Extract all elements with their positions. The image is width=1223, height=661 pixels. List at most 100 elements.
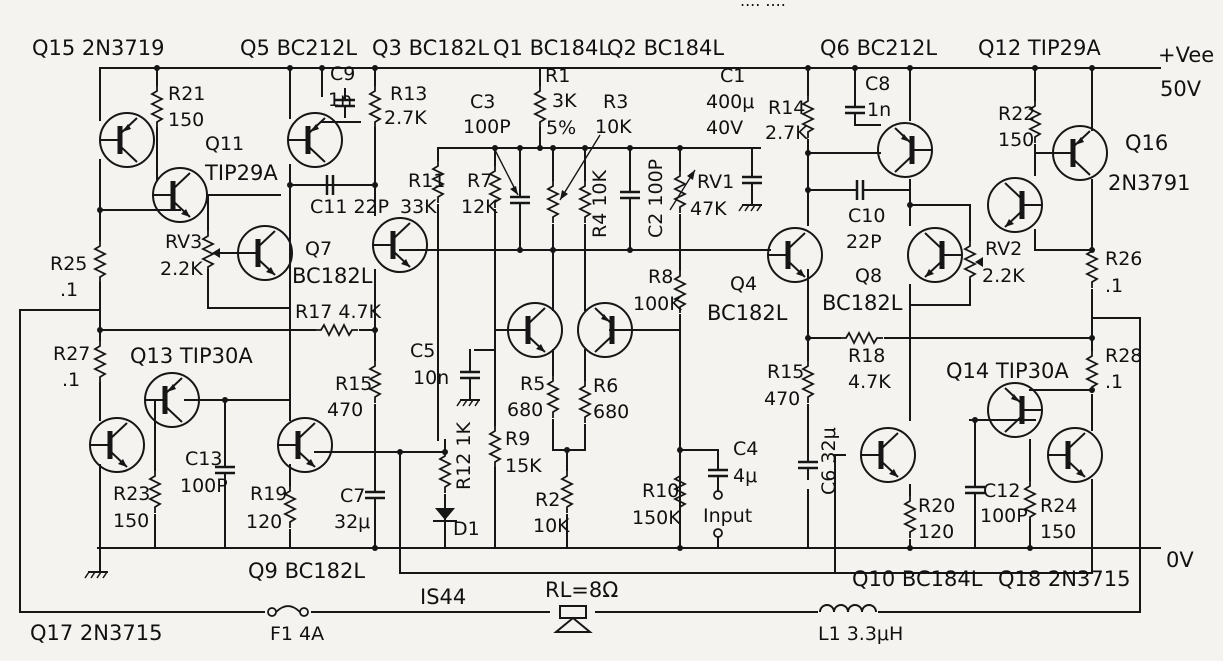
q16-name-label: Q16 [1125,131,1168,155]
r23-name-label: R23 [113,483,150,505]
r15-right-value-label: 470 [764,388,800,410]
r18-value-label: 4.7K [848,371,891,393]
rv2-name-label: RV2 [985,238,1022,260]
zero-volt-label: 0V [1166,548,1194,572]
r14-value-label: 2.7K [765,122,808,144]
r15-right-name-label: R15 [767,361,804,383]
r12-label: R12 1K [453,421,475,490]
q12-label: Q12 TIP29A [978,36,1101,60]
r1-value-label: 3K [552,90,577,112]
r2-value-label: 10K [533,515,570,537]
r26-name-label: R26 [1105,248,1142,270]
r21-value-label: 150 [168,109,204,131]
r24-name-label: R24 [1040,495,1077,517]
c9-name-label: C9 [330,63,355,85]
q9-label: Q9 BC182L [248,559,365,583]
q18-label: Q18 2N3715 [998,567,1130,591]
r9-value-label: 15K [505,455,542,477]
c2-label: C2 100P [645,159,667,238]
r27-value-label: .1 [62,369,80,391]
r15-left-name-label: R15 [335,373,372,395]
vee-value-label: 50V [1160,77,1202,101]
input-label: Input [703,505,752,527]
r15-left-value-label: 470 [327,399,363,421]
rv1-name-label: RV1 [697,171,734,193]
r11-value-label: 33K [400,196,437,218]
r6-value-label: 680 [593,401,629,423]
c12-name-label: C12 [983,480,1020,502]
q16-type-label: 2N3791 [1108,171,1191,195]
c9-value-label: 1n [328,89,352,111]
c10-name-label: C10 [848,205,885,227]
r19-value-label: 120 [246,511,282,533]
potentiometer-arrows [212,134,983,267]
r5-value-label: 680 [507,399,543,421]
rv3-value-label: 2.2K [160,258,203,280]
q8-type-label: BC182L [822,291,903,315]
q11-name-label: Q11 [205,133,244,155]
c12-value-label: 100P [980,505,1028,527]
fuse-label: F1 4A [270,623,324,645]
q13-label: Q13 TIP30A [130,344,253,368]
r8-name-label: R8 [648,266,673,288]
c4-name-label: C4 [733,438,758,460]
labels: .... .... +Vee 50V 0V Q15 2N3719 Q5 BC21… [30,0,1214,645]
q14-label: Q14 TIP30A [946,359,1069,383]
fuse-symbol [265,604,311,620]
q6-label: Q6 BC212L [820,36,937,60]
r25-value-label: .1 [60,279,78,301]
r7-name-label: R7 [467,170,492,192]
r3-name-label: R3 [603,91,628,113]
r17-label: R17 4.7K [295,301,382,323]
wiring [19,67,1161,613]
q7-name-label: Q7 [305,238,332,260]
r24-value-label: 150 [1040,521,1076,543]
load-label: RL=8Ω [545,578,618,602]
c7-name-label: C7 [340,485,365,507]
c8-name-label: C8 [865,73,890,95]
r26-value-label: .1 [1105,275,1123,297]
r8-value-label: 100K [633,293,682,315]
is44-label: IS44 [420,585,466,609]
r10-value-label: 150K [632,507,681,529]
r25-name-label: R25 [50,253,87,275]
vee-label: +Vee [1158,43,1214,67]
r28-value-label: .1 [1105,371,1123,393]
c5-value-label: 10n [413,367,449,389]
c1-value-label: 400μ [706,91,754,113]
q15-label: Q15 2N3719 [32,36,164,60]
q17-label: Q17 2N3715 [30,621,162,645]
c1-voltage-label: 40V [706,117,743,139]
r2-name-label: R2 [535,489,560,511]
resistor-symbols [94,84,1098,539]
c3-value-label: 100P [463,116,511,138]
r22-name-label: R22 [998,103,1035,125]
q5-label: Q5 BC212L [240,36,357,60]
q4-name-label: Q4 [730,273,757,295]
c10-value-label: 22P [846,231,882,253]
r13-value-label: 2.7K [384,107,427,129]
top-cut-text: .... .... [740,0,786,10]
r27-name-label: R27 [53,343,90,365]
c5-name-label: C5 [410,340,435,362]
r14-name-label: R14 [768,97,805,119]
rv3-name-label: RV3 [165,231,202,253]
r5-name-label: R5 [520,373,545,395]
r3-value-label: 10K [595,116,632,138]
q10-label: Q10 BC184L [852,567,983,591]
q7-type-label: BC182L [292,264,373,288]
r11-name-label: R11 [408,170,445,192]
r20-name-label: R20 [918,495,955,517]
speaker-load-symbol [550,604,595,633]
c13-name-label: C13 [185,448,222,470]
r7-value-label: 12K [461,196,498,218]
r20-value-label: 120 [918,521,954,543]
q4-type-label: BC182L [707,301,788,325]
c6-label: C6 32μ [818,427,840,495]
rv1-value-label: 47K [690,198,727,220]
c8-value-label: 1n [867,99,891,121]
c13-value-label: 100P [180,475,228,497]
q8-name-label: Q8 [855,265,882,287]
rv2-value-label: 2.2K [982,265,1025,287]
